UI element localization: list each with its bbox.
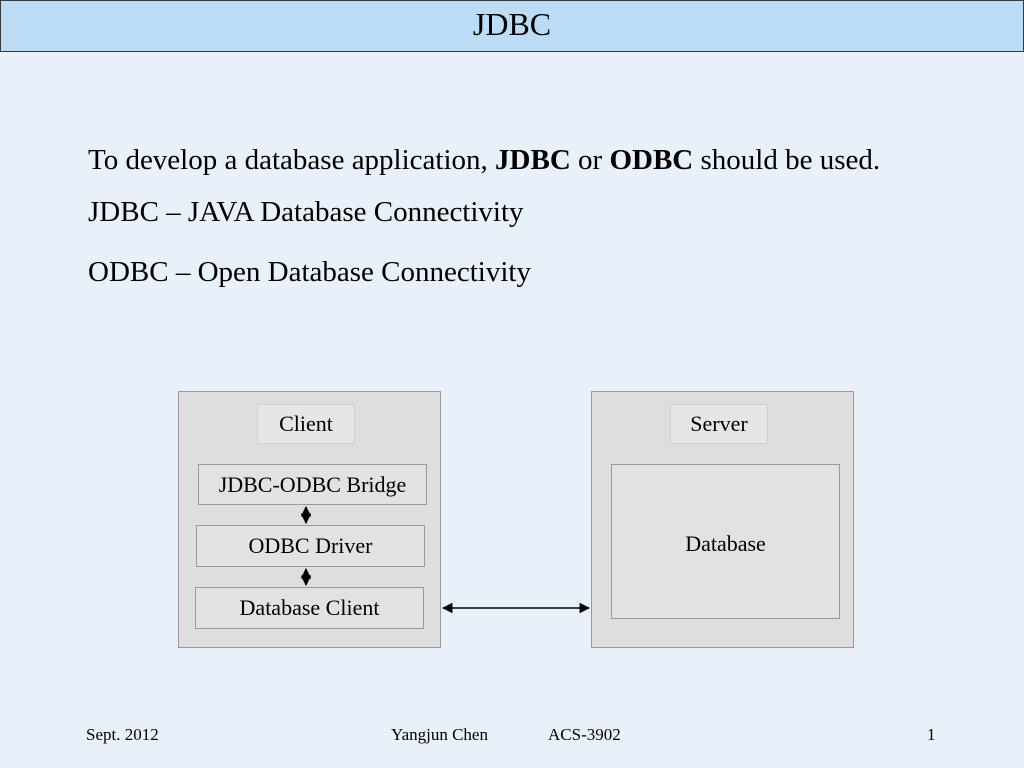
footer-course: ACS-3902	[548, 725, 621, 744]
database-box: Database	[611, 464, 840, 619]
footer-date: Sept. 2012	[86, 725, 159, 744]
client-label: Client	[257, 404, 355, 444]
footer-page-number: 1	[927, 725, 936, 744]
body-text-1b: or	[570, 144, 610, 176]
slide-title: JDBC	[472, 6, 552, 42]
body-text-1c: should be used.	[693, 144, 881, 176]
server-label: Server	[670, 404, 768, 444]
database-label: Database	[685, 531, 766, 556]
slide-body: To develop a database application, JDBC …	[88, 140, 928, 292]
database-client-box: Database Client	[195, 587, 424, 629]
body-text-1a: To develop a database application,	[88, 144, 496, 176]
jdbc-odbc-bridge-box: JDBC-ODBC Bridge	[198, 464, 427, 505]
odbc-driver-box: ODBC Driver	[196, 525, 425, 567]
body-paragraph-1: To develop a database application, JDBC …	[88, 140, 928, 180]
body-paragraph-2: JDBC – JAVA Database Connectivity	[88, 196, 524, 228]
body-term-jdbc: JDBC	[495, 144, 571, 176]
footer-author: Yangjun Chen	[391, 725, 488, 744]
slide-title-bar: JDBC	[0, 0, 1024, 52]
body-term-odbc: ODBC	[609, 144, 694, 176]
body-paragraph-3: ODBC – Open Database Connectivity	[88, 256, 531, 288]
